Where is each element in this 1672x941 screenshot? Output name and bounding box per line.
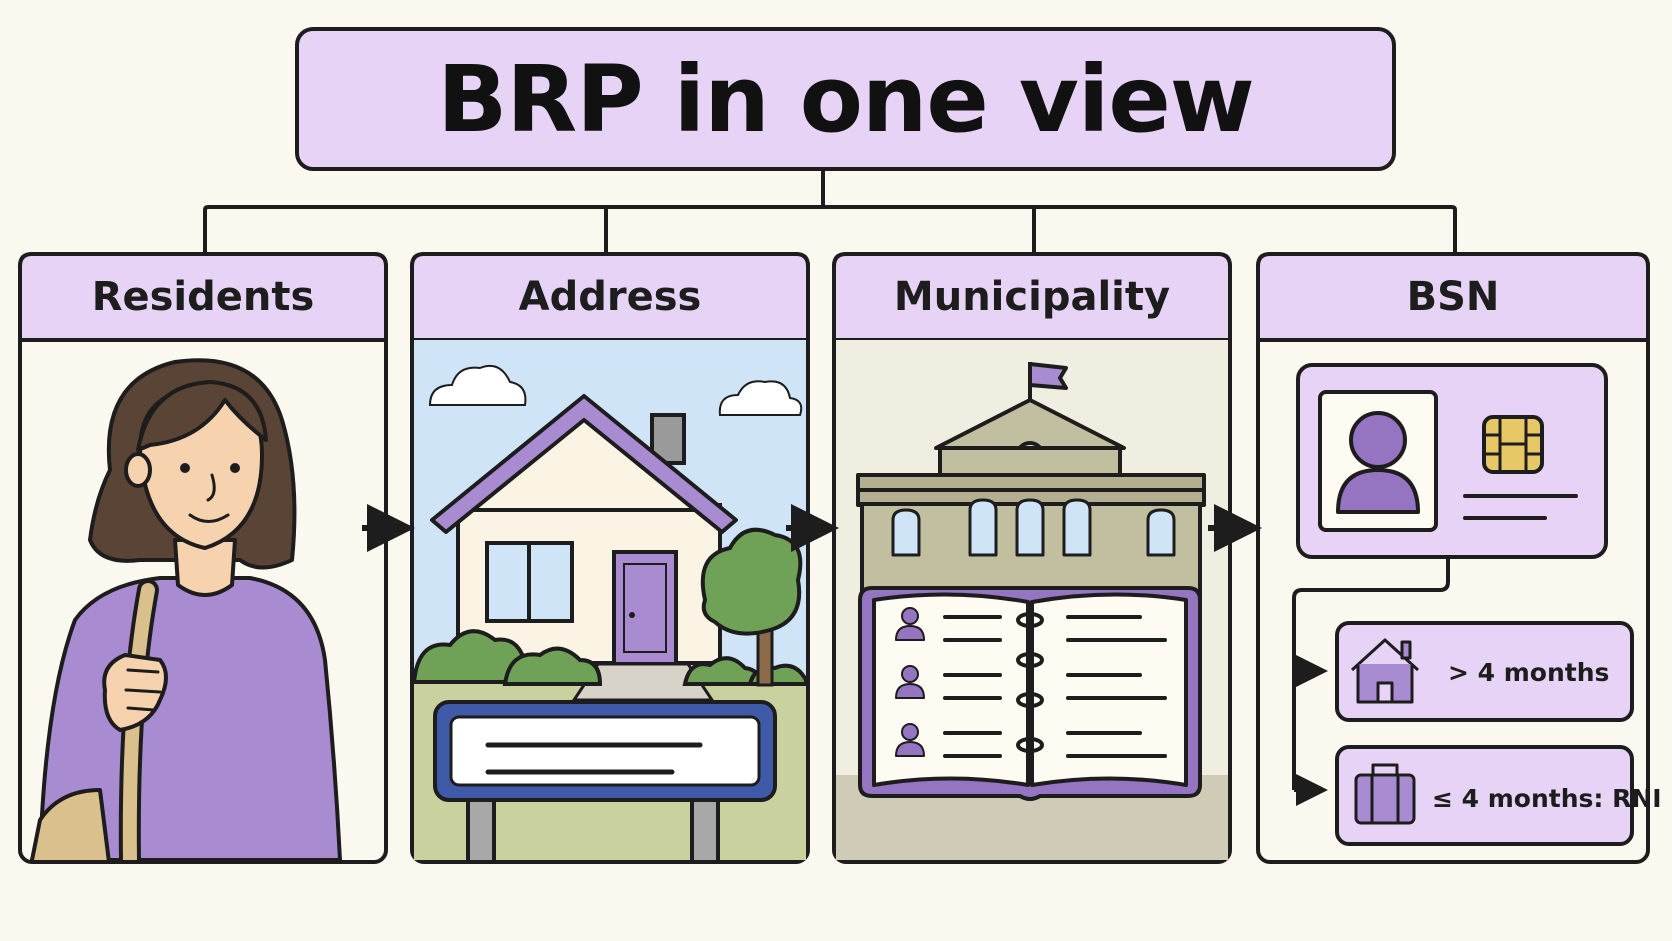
suitcase-icon	[1354, 763, 1416, 825]
panel-label-municipality: Municipality	[893, 274, 1171, 320]
house-icon	[1350, 638, 1420, 704]
bsn-id-card-illustration	[1292, 363, 1634, 846]
branch-label-short-stay: ≤ 4 months: RNI	[1432, 783, 1662, 813]
page-title: BRP in one view	[437, 45, 1255, 153]
chip-icon	[1482, 415, 1544, 474]
id-card-person-icon	[1336, 411, 1420, 514]
house-address-illustration	[414, 340, 806, 860]
panel-label-address: Address	[518, 274, 702, 320]
panel-label-residents: Residents	[91, 274, 315, 320]
connector-lines	[203, 171, 1457, 255]
branch-label-long-stay: > 4 months	[1448, 657, 1610, 687]
title-box: BRP in one view	[295, 27, 1396, 171]
town-hall-register-illustration	[836, 340, 1228, 860]
panel-label-bsn: BSN	[1406, 274, 1500, 320]
resident-woman-illustration	[29, 358, 342, 860]
